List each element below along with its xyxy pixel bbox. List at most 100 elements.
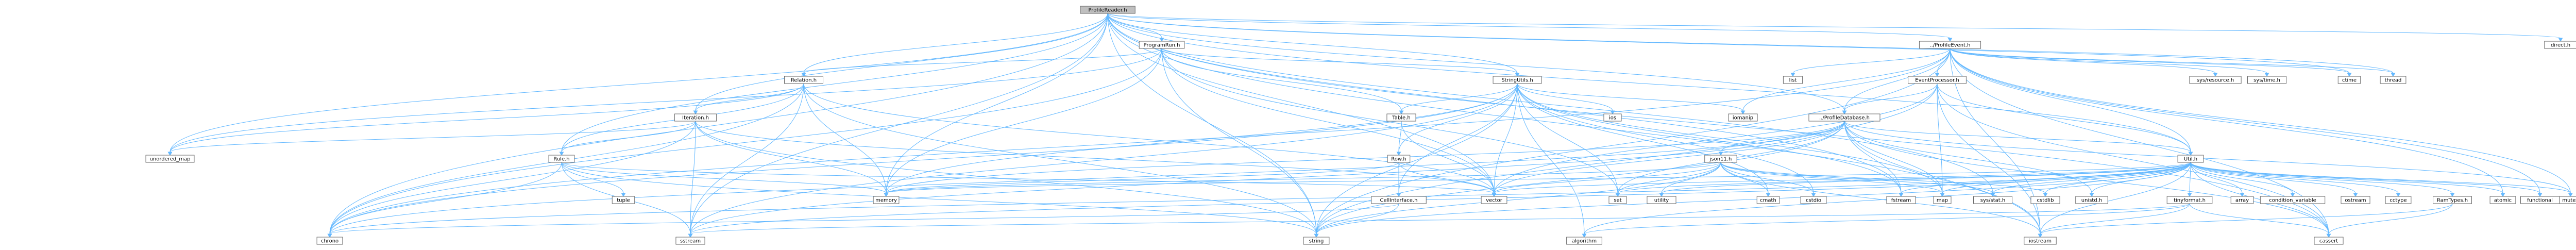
node-box	[1728, 113, 1758, 122]
edge-root-to-vector	[1107, 13, 1497, 197]
edge-programrun-to-chrono	[327, 48, 1162, 238]
node-fstream: fstream	[1886, 196, 1916, 204]
node-tinyformat: tinyformat.h	[2166, 196, 2213, 204]
node-label: iostream	[2029, 239, 2052, 244]
edge-root-to-relation	[801, 13, 1108, 77]
node-box	[2030, 196, 2060, 204]
node-label: set	[1614, 198, 1621, 204]
edge-cellinterface-to-chrono	[327, 203, 1399, 238]
edge-tinyformat-to-algorithm	[1582, 203, 2190, 238]
node-relation: Relation.h	[784, 76, 823, 84]
node-box	[2247, 76, 2286, 84]
edge-util-to-memory	[884, 162, 2191, 197]
node-label: cassert	[2319, 239, 2338, 244]
edge-root-to-sysstat	[1107, 13, 1995, 197]
node-label: atomic	[2494, 198, 2512, 204]
node-rule: Rule.h	[548, 155, 575, 163]
node-box	[1808, 113, 1880, 122]
edge-stringutils-to-table	[1399, 83, 1518, 114]
node-string: string	[1303, 237, 1330, 245]
edge-util-to-chrono	[327, 162, 2191, 238]
edge-table-to-vector	[1401, 121, 1497, 197]
node-box	[1080, 6, 1136, 14]
node-box	[1603, 113, 1622, 122]
node-iteration: Iteration.h	[674, 113, 717, 122]
node-label: mutex	[2562, 198, 2576, 204]
edge-stringutils-to-memory	[884, 83, 1518, 197]
node-array: array	[2230, 196, 2254, 204]
node-root[interactable]: ProfileReader.h	[1080, 6, 1136, 14]
node-box	[1704, 155, 1737, 163]
node-label: Table.h	[1392, 115, 1410, 121]
edge-profileevent-to-ctime	[1950, 48, 2352, 77]
node-box	[2260, 196, 2326, 204]
node-label: memory	[875, 198, 897, 204]
node-label: cstdio	[1806, 198, 1821, 204]
edge-eventproc-to-iostream	[1937, 83, 2043, 238]
node-box	[1783, 76, 1803, 84]
node-label: utility	[1654, 198, 1669, 204]
node-label: Rule.h	[553, 157, 569, 162]
edge-eventproc-to-profiledb	[1842, 83, 1938, 114]
node-label: ../ProfileDatabase.h	[1819, 115, 1870, 121]
node-condvar: condition_variable	[2260, 196, 2326, 204]
node-profileevent: ../ProfileEvent.h	[1919, 41, 1981, 49]
edge-iteration-to-rule	[559, 121, 696, 156]
node-label: sys/resource.h	[2197, 78, 2234, 84]
node-cassert: cassert	[2314, 237, 2344, 245]
node-sstream: sstream	[675, 237, 705, 245]
node-label: EventProcessor.h	[1915, 78, 1959, 84]
edge-json11-to-cmath	[1720, 162, 1771, 197]
node-box	[1973, 196, 2012, 204]
edge-programrun-to-relation	[801, 48, 1162, 77]
node-json11[interactable]: json11.h	[1704, 155, 1737, 163]
node-ramtypes[interactable]: RamTypes.h	[2433, 196, 2472, 204]
node-set: set	[1608, 196, 1627, 204]
node-label: condition_variable	[2269, 198, 2316, 204]
edge-relation-to-sstream	[688, 83, 804, 238]
node-cstdio: cstdio	[1800, 196, 1827, 204]
node-unordered_map: unordered_map	[145, 155, 195, 163]
edge-ramtypes-to-iostream	[2038, 203, 2453, 238]
edge-root-to-direct	[1107, 13, 2563, 42]
edge-eventproc-to-util	[1937, 83, 2193, 156]
edge-relation-to-memory	[803, 83, 889, 197]
node-box	[2544, 41, 2576, 49]
edge-json11-to-cstdio	[1720, 162, 1816, 197]
node-eventproc[interactable]: EventProcessor.h	[1908, 76, 1967, 84]
node-tuple: tuple	[612, 196, 635, 204]
node-box	[1919, 41, 1981, 49]
node-label: tinyformat.h	[2174, 198, 2206, 204]
node-iostream: iostream	[2024, 237, 2057, 245]
node-box	[675, 237, 705, 245]
node-box	[2337, 76, 2361, 84]
node-list: list	[1783, 76, 1803, 84]
node-box	[2189, 76, 2242, 84]
node-box	[2559, 196, 2576, 204]
edge-json11-to-set	[1615, 162, 1721, 197]
node-box	[2489, 196, 2516, 204]
node-cctype: cctype	[2385, 196, 2412, 204]
node-sysstat: sys/stat.h	[1973, 196, 2012, 204]
node-box	[1908, 76, 1967, 84]
node-iomanip: iomanip	[1728, 113, 1758, 122]
node-label: sys/time.h	[2253, 78, 2280, 84]
node-label: ctime	[2342, 78, 2357, 84]
edge-json11-to-memory	[884, 162, 1721, 197]
edge-iteration-to-unordered_map	[167, 121, 696, 156]
node-programrun: ProgramRun.h	[1139, 41, 1185, 49]
node-box	[674, 113, 717, 122]
edge-rule-to-memory	[561, 162, 889, 197]
node-box	[1303, 237, 1330, 245]
node-label: fstream	[1891, 198, 1911, 204]
node-box	[1386, 113, 1416, 122]
node-label: Row.h	[1391, 157, 1406, 162]
node-box	[1608, 196, 1627, 204]
node-stringutils: StringUtils.h	[1493, 76, 1542, 84]
node-table[interactable]: Table.h	[1386, 113, 1416, 122]
edge-programrun-to-stringutils	[1161, 48, 1520, 77]
node-ios: ios	[1603, 113, 1622, 122]
node-box	[2314, 237, 2344, 245]
node-label: cmath	[1760, 198, 1776, 204]
node-util[interactable]: Util.h	[2177, 155, 2204, 163]
